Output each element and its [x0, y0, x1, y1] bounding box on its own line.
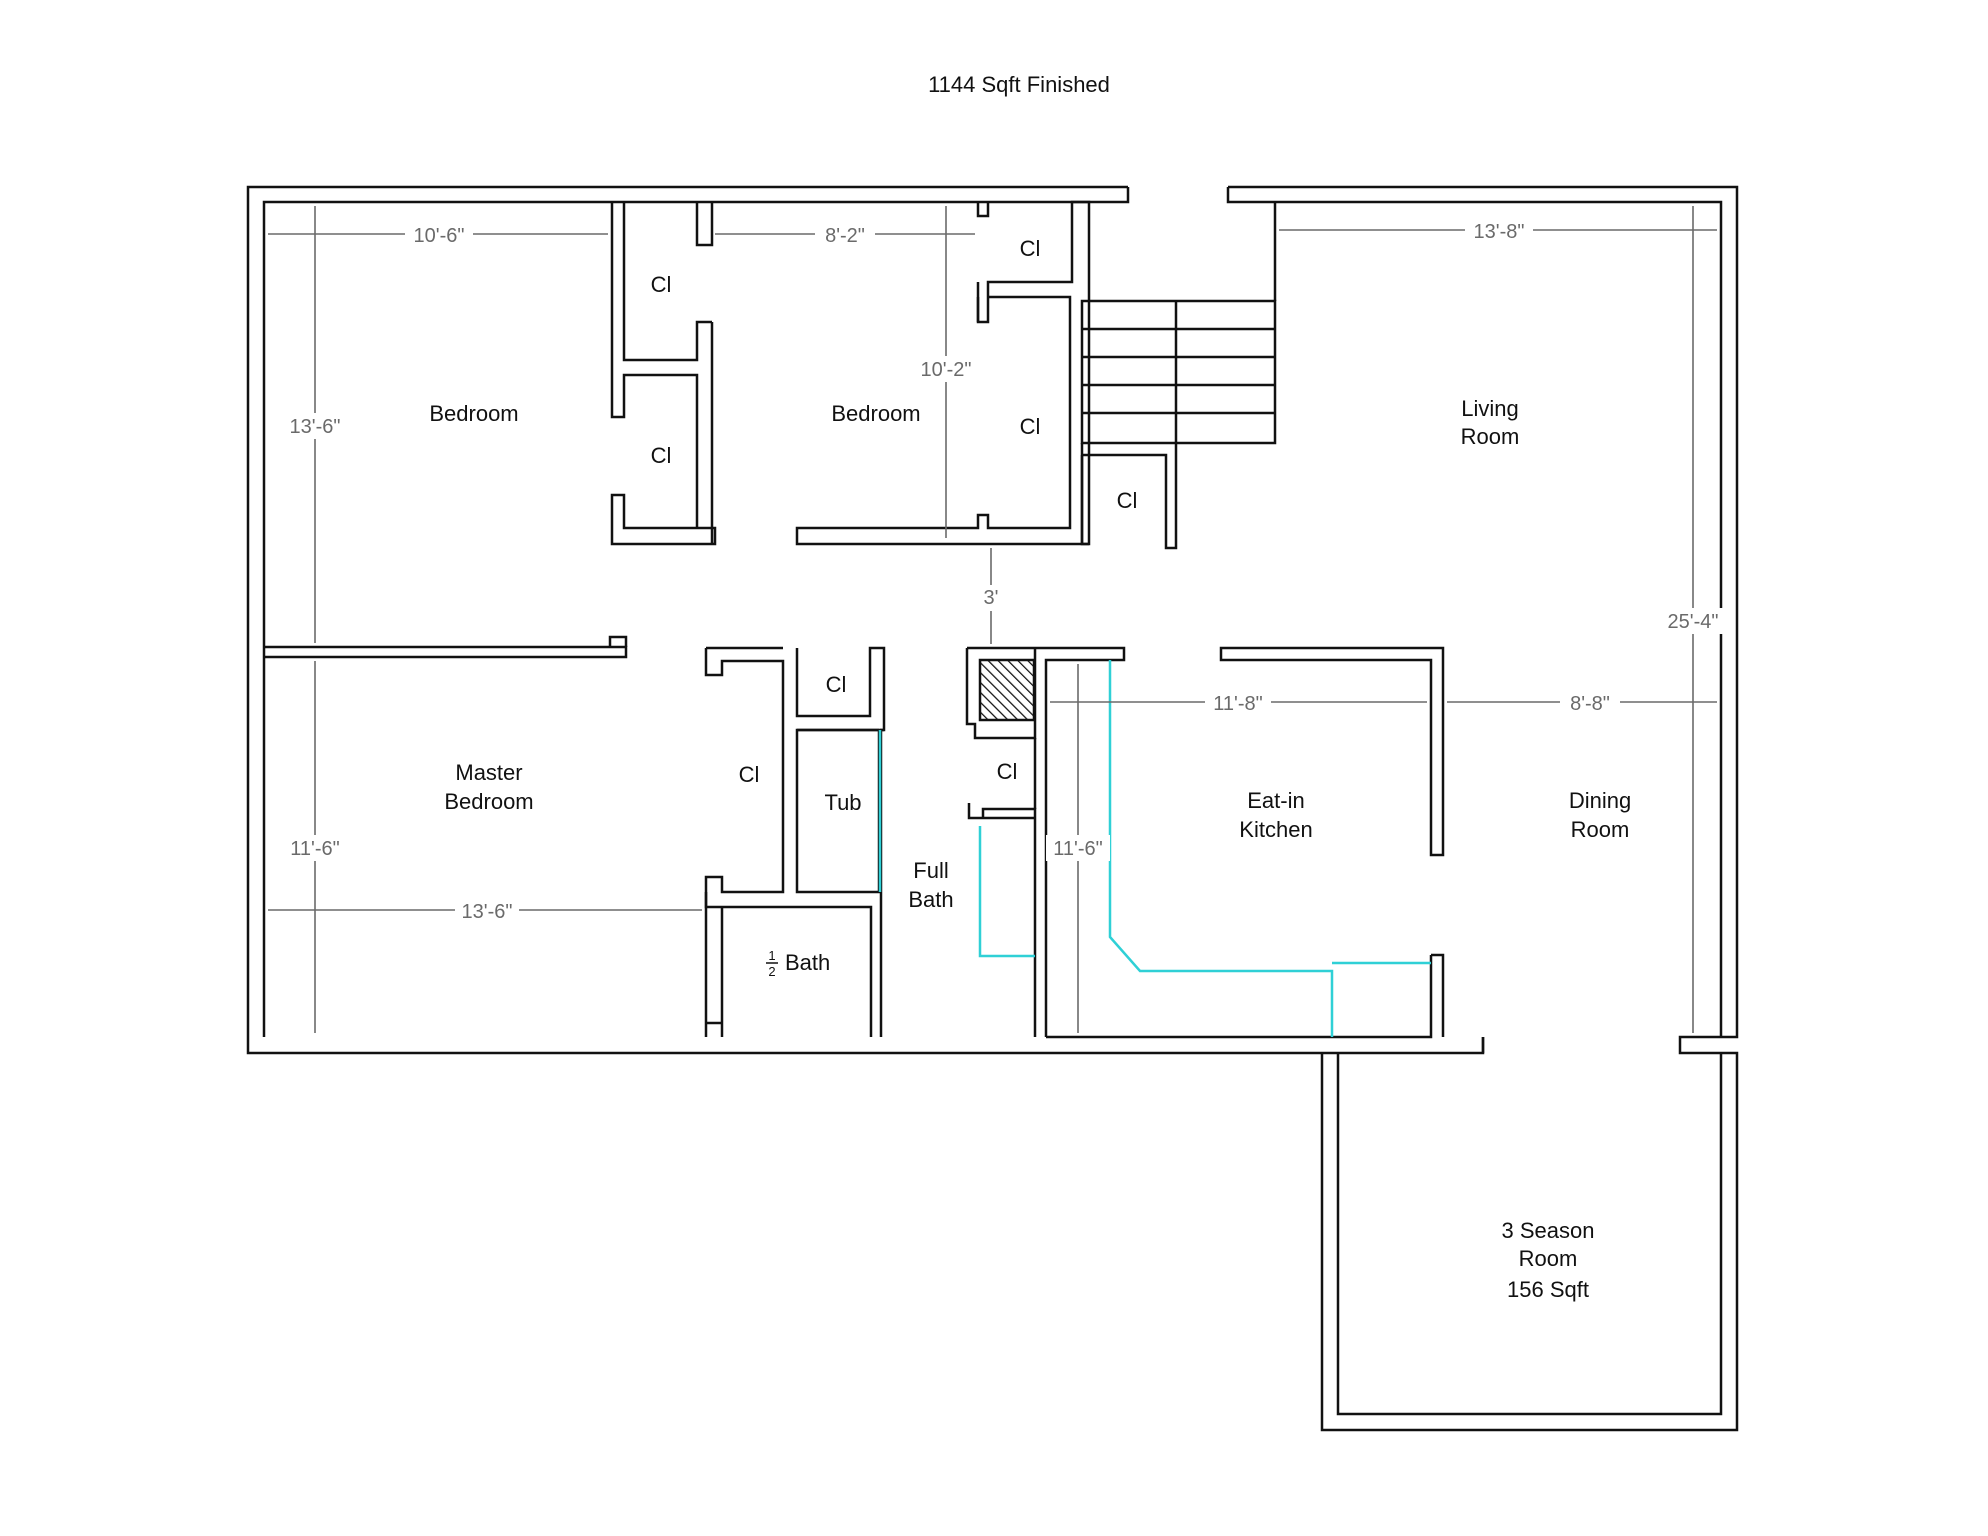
season-room-inner: [1336, 1053, 1723, 1416]
kitchen-left-wall: [1035, 646, 1126, 1037]
room-kitchen-2: Kitchen: [1239, 817, 1312, 842]
room-dining-2: Room: [1571, 817, 1630, 842]
room-living-1: Living: [1461, 396, 1518, 421]
closet-labels: Cl Cl Cl Cl Cl Cl Cl Cl: [651, 236, 1138, 787]
room-full-bath-2: Bath: [908, 887, 953, 912]
room-full-bath-1: Full: [913, 858, 948, 883]
room-bedroom-1: Bedroom: [429, 401, 518, 426]
dim-bedroom1-depth: 13'-6": [290, 416, 341, 438]
dim-bedroom2-depth: 10'-2": [921, 359, 972, 381]
dim-bedroom2-width: 8'-2": [825, 225, 865, 247]
room-master-2: Bedroom: [444, 789, 533, 814]
room-tub: Tub: [824, 790, 861, 815]
closet-wall-c: [695, 202, 714, 247]
dim-master-width: 13'-6": [462, 901, 513, 923]
room-bedroom-2: Bedroom: [831, 401, 920, 426]
bed2-closet-wall2: [795, 200, 1091, 546]
dim-overall-depth: 25'-4": [1668, 611, 1719, 633]
chimney-closet-wall: [965, 646, 1037, 740]
bed2-closet-wall: [976, 202, 990, 218]
closet-label: Cl: [739, 762, 760, 787]
walls: [246, 185, 1739, 1432]
dimension-labels: 10'-6" 13'-6" 8'-2" 10'-2" 13'-8" 25'-4"…: [283, 218, 1728, 923]
master-closet-wall2: [704, 892, 722, 909]
exterior-wall-right: [1228, 185, 1739, 1432]
bedroom-divider-wall: [264, 645, 628, 659]
room-living-2: Room: [1461, 424, 1520, 449]
dim-living-width: 13'-8": [1474, 221, 1525, 243]
half-bath-label: 1 2 Bath: [766, 948, 830, 979]
dim-hall: 3': [984, 587, 999, 609]
closet-label: Cl: [997, 759, 1018, 784]
closet-label: Cl: [651, 443, 672, 468]
room-labels: Bedroom Bedroom Living Room Master Bedro…: [429, 396, 1631, 1302]
half-den: 2: [768, 964, 775, 979]
room-season-3: 156 Sqft: [1507, 1277, 1589, 1302]
room-dining-1: Dining: [1569, 788, 1631, 813]
full-bath-right-wall: [879, 728, 884, 1037]
exterior-wall-outer-left: [246, 185, 1485, 1055]
closet-wall-b: [622, 202, 712, 362]
closet-wall-a: [610, 202, 717, 546]
chimney: [978, 658, 1036, 722]
exterior-wall-right-inner: [1226, 187, 1723, 1037]
dim-dining-width: 8'-8": [1570, 693, 1610, 715]
half-bath-wall: [706, 905, 873, 1037]
closet-label: Cl: [1020, 414, 1041, 439]
kitchen-top-wall: [1219, 646, 1445, 857]
room-season-2: Room: [1519, 1246, 1578, 1271]
closet-label: Cl: [651, 272, 672, 297]
stairs: [1080, 202, 1277, 445]
closet-label: Cl: [1117, 488, 1138, 513]
closet-label: Cl: [826, 672, 847, 697]
room-half-bath: Bath: [785, 950, 830, 975]
room-season-1: 3 Season: [1502, 1218, 1595, 1243]
chimney-closet-wall2: [967, 803, 1037, 1037]
room-master-1: Master: [455, 760, 522, 785]
dim-bedroom1-width: 10'-6": [414, 225, 465, 247]
closet-tub-wall: [706, 646, 886, 894]
room-kitchen-1: Eat-in: [1247, 788, 1304, 813]
fixture-lines: [878, 660, 1431, 1037]
dim-master-depth: 11'-6": [290, 838, 339, 860]
dim-kitchen-width: 11'-8": [1213, 693, 1262, 715]
plan-title: 1144 Sqft Finished: [928, 72, 1110, 97]
bedroom-divider-stub: [608, 635, 628, 647]
half-num: 1: [768, 948, 775, 963]
kitchen-bottom-wall: [1046, 953, 1445, 1039]
dim-kitchen-depth: 11'-6": [1053, 838, 1102, 860]
closet-label: Cl: [1020, 236, 1041, 261]
master-closet-wall: [704, 648, 785, 1037]
